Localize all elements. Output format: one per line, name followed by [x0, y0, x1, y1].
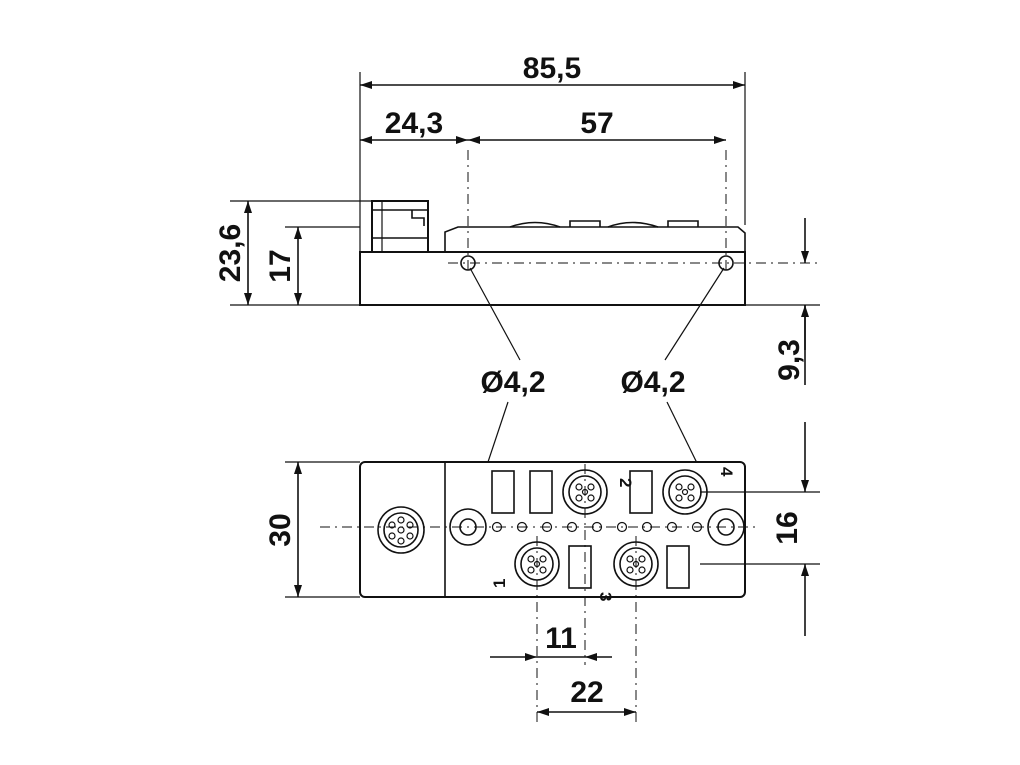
svg-text:17: 17	[264, 249, 297, 282]
dim-port-spacing: 22	[537, 676, 636, 716]
side-body	[359, 251, 746, 306]
dim-hole-spacing: 57	[468, 107, 726, 144]
svg-text:9,3: 9,3	[773, 339, 806, 381]
side-connector-icon	[371, 200, 429, 253]
svg-text:57: 57	[580, 107, 613, 140]
svg-text:11: 11	[545, 622, 577, 655]
svg-text:23,6: 23,6	[214, 224, 247, 282]
top-connector-icon	[377, 506, 425, 554]
svg-text:24,3: 24,3	[385, 107, 443, 140]
port-label-4: 4	[717, 467, 736, 477]
dim-hole-height: 9,3	[773, 218, 809, 385]
svg-text:Ø4,2: Ø4,2	[620, 366, 685, 399]
dim-width: 30	[264, 462, 302, 597]
port-label-3: 3	[596, 592, 615, 601]
dim-total-height: 23,6	[214, 201, 252, 305]
svg-text:85,5: 85,5	[523, 52, 581, 85]
top-view: 1 2 3 4	[320, 461, 760, 725]
dim-body-height: 17	[264, 227, 302, 305]
svg-text:22: 22	[570, 676, 603, 709]
port-label-2: 2	[616, 478, 635, 487]
svg-text:30: 30	[264, 513, 297, 546]
side-view	[359, 150, 820, 306]
svg-text:Ø4,2: Ø4,2	[480, 366, 545, 399]
top-hole-left-boss	[449, 508, 487, 546]
dim-left-offset: 24,3	[360, 107, 468, 144]
dim-hole-row-offset: 16	[771, 422, 809, 636]
dim-port-pitch: 11	[490, 622, 612, 661]
top-body	[359, 461, 746, 598]
led-dots	[491, 521, 703, 533]
dim-total-length: 85,5	[360, 52, 745, 89]
port-label-1: 1	[490, 579, 509, 588]
svg-text:16: 16	[771, 511, 804, 544]
